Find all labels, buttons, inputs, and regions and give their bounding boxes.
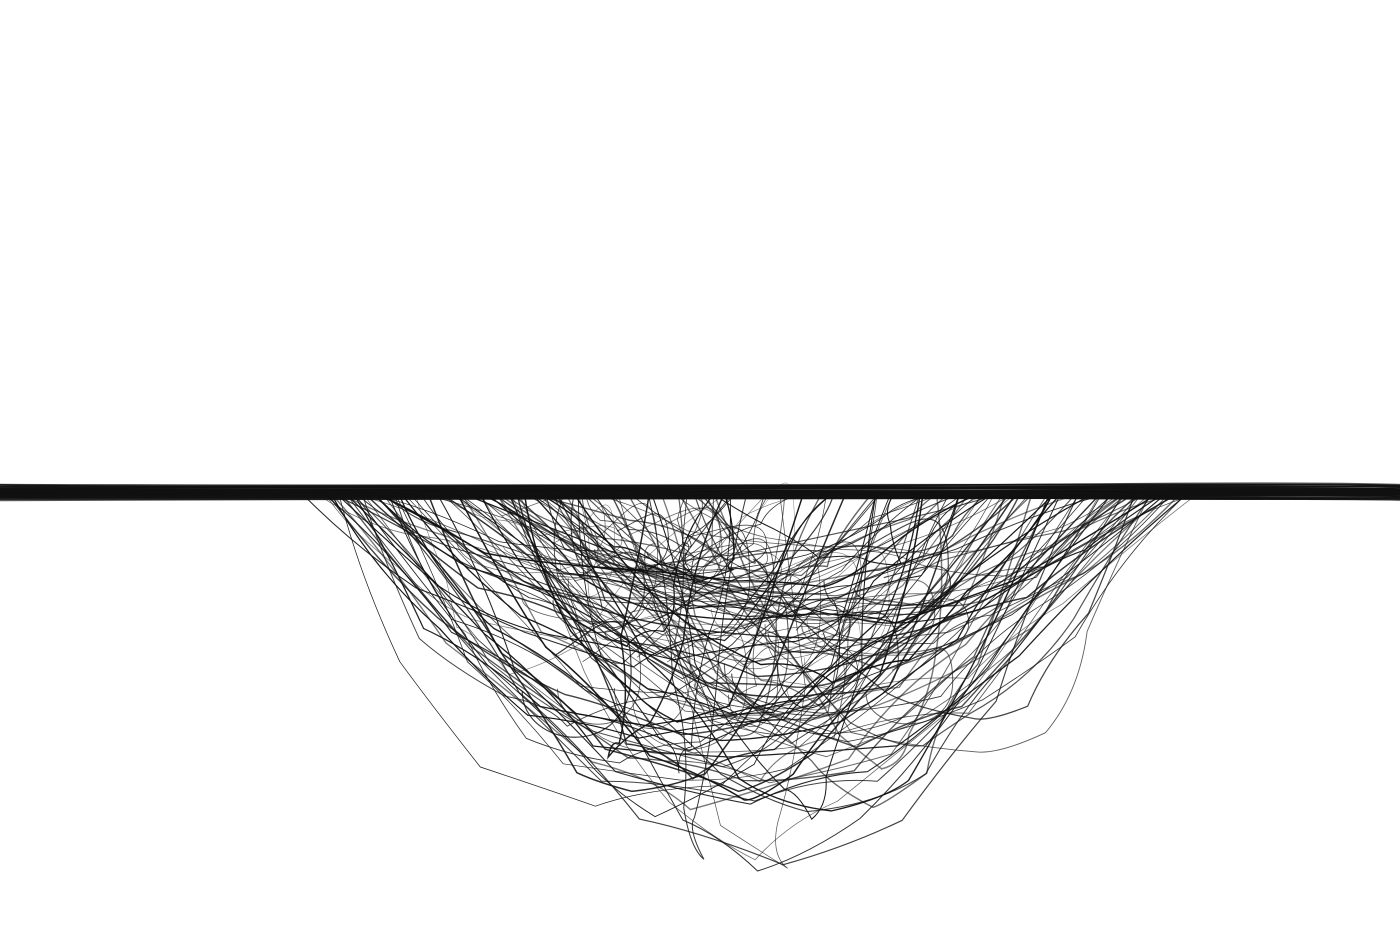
- sagging-thread: [611, 494, 1151, 753]
- tangled-thread-loop: [672, 538, 775, 637]
- sagging-thread: [510, 493, 1100, 861]
- sagging-thread: [555, 491, 1022, 688]
- tangled-thread-loop: [587, 507, 723, 602]
- sagging-thread: [553, 492, 950, 745]
- tangled-thread-loop: [646, 524, 767, 571]
- sagging-thread: [522, 491, 988, 561]
- sagging-thread: [402, 491, 827, 694]
- tangled-thread-loop: [654, 542, 768, 579]
- sagging-thread: [382, 491, 983, 588]
- sagging-thread: [339, 490, 1053, 782]
- thread-bundle-core: [0, 490, 1400, 498]
- sagging-thread: [609, 492, 1003, 721]
- taut-thread-bundle: [0, 482, 1400, 502]
- sagging-thread: [609, 491, 785, 709]
- tangled-thread-loop: [732, 631, 779, 670]
- tangled-thread-loop: [740, 482, 795, 590]
- sagging-thread: [495, 491, 895, 783]
- sagging-thread: [399, 490, 1064, 742]
- sagging-thread: [442, 491, 843, 574]
- sagging-thread: [582, 490, 1118, 556]
- sagging-thread-web: [301, 482, 1194, 872]
- tangled-thread-loop: [635, 507, 721, 574]
- sagging-thread: [336, 491, 1070, 599]
- tangled-thread-loop: [534, 527, 599, 580]
- tangled-thread-loop: [503, 525, 623, 561]
- sagging-thread: [452, 490, 1145, 597]
- taut-thread: [0, 484, 1400, 492]
- sagging-thread: [713, 491, 943, 770]
- sagging-thread: [501, 495, 1174, 608]
- sagging-thread: [369, 493, 941, 575]
- sagging-thread: [321, 491, 877, 752]
- sagging-thread: [546, 494, 963, 594]
- sagging-thread: [457, 494, 924, 801]
- tangled-thread-loop: [567, 502, 658, 628]
- sagging-thread: [485, 492, 1172, 714]
- sagging-thread: [301, 492, 835, 668]
- tangled-thread-loop: [786, 652, 846, 711]
- sagging-thread: [338, 492, 992, 807]
- sagging-thread: [382, 492, 1049, 784]
- tangled-thread-loop: [767, 604, 851, 654]
- sagging-thread: [671, 491, 1126, 577]
- sagging-thread: [716, 490, 902, 566]
- tangled-thread-loop: [614, 627, 691, 729]
- tangled-thread-loop: [803, 613, 861, 688]
- tangled-thread-loop: [801, 579, 936, 657]
- sagging-thread: [629, 491, 1033, 809]
- tangled-thread-loop: [552, 551, 645, 634]
- sagging-thread: [352, 492, 1166, 725]
- sagging-thread: [331, 493, 1124, 811]
- sagging-thread: [534, 494, 975, 618]
- sagging-thread: [393, 491, 1090, 781]
- sagging-thread: [328, 490, 1139, 736]
- tangled-thread-loop: [521, 621, 632, 738]
- tangled-thread-loop: [559, 504, 616, 598]
- tangled-thread-loop: [823, 598, 969, 656]
- tangled-thread-loop: [693, 645, 859, 710]
- tangled-thread-loop: [731, 610, 899, 716]
- sagging-thread: [363, 494, 994, 755]
- sagging-thread: [440, 493, 1016, 698]
- tangled-thread-loop: [632, 625, 748, 750]
- sagging-thread: [564, 492, 1006, 710]
- tangled-thread-loop: [557, 635, 642, 725]
- sagging-thread: [361, 490, 880, 727]
- tangled-thread-loop: [653, 526, 751, 642]
- sagging-thread: [519, 492, 1127, 758]
- tangled-thread-loop: [728, 646, 779, 727]
- sagging-thread: [436, 493, 1113, 805]
- sagging-thread: [336, 493, 992, 661]
- sagging-thread: [480, 492, 991, 584]
- sagging-thread: [421, 495, 879, 680]
- sagging-thread: [694, 494, 871, 585]
- tangled-thread-loop: [456, 492, 606, 574]
- tangled-thread-loop: [594, 513, 669, 574]
- sagging-thread: [371, 491, 1079, 866]
- tangled-thread-loop: [854, 565, 951, 607]
- sagging-thread: [453, 491, 982, 654]
- tangled-thread-loop: [521, 563, 696, 623]
- tangled-thread-loop: [723, 596, 789, 709]
